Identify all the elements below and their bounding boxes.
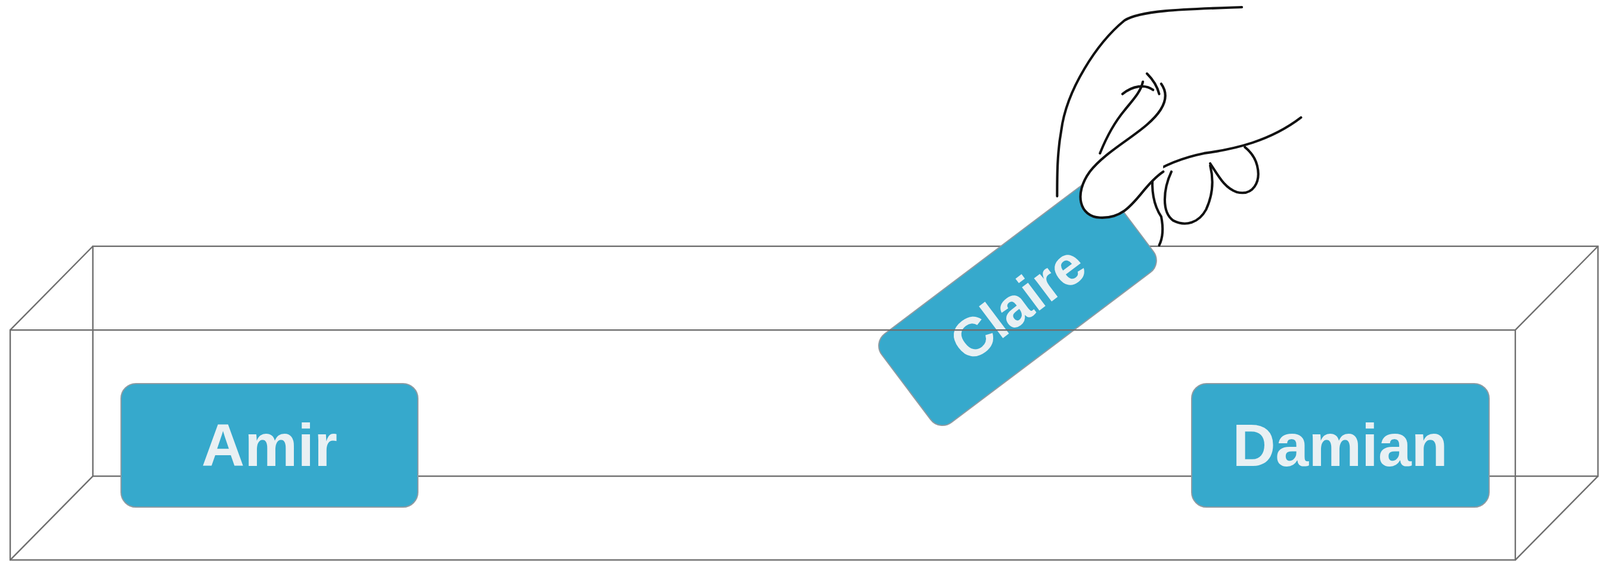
name-text: Damian	[1232, 414, 1448, 475]
finger	[1152, 171, 1163, 246]
thumb	[1080, 83, 1165, 217]
name-tile: Amir	[120, 382, 419, 508]
box-back-face	[92, 246, 1599, 476]
box-edge	[1515, 246, 1599, 330]
hand-outline	[1148, 117, 1302, 176]
name-text: Amir	[201, 414, 338, 475]
finger	[1122, 73, 1160, 94]
box-front-face	[10, 329, 1516, 560]
name-text: Claire	[940, 234, 1096, 371]
finger	[1210, 147, 1258, 194]
name-tile: Claire	[872, 174, 1164, 433]
box-edge	[10, 475, 93, 560]
finger	[1164, 165, 1213, 223]
box-edge	[1515, 475, 1599, 560]
name-tile: Damian	[1191, 382, 1490, 508]
hand-outline	[1056, 7, 1242, 197]
box-edge	[10, 246, 93, 330]
finger	[1099, 81, 1143, 154]
